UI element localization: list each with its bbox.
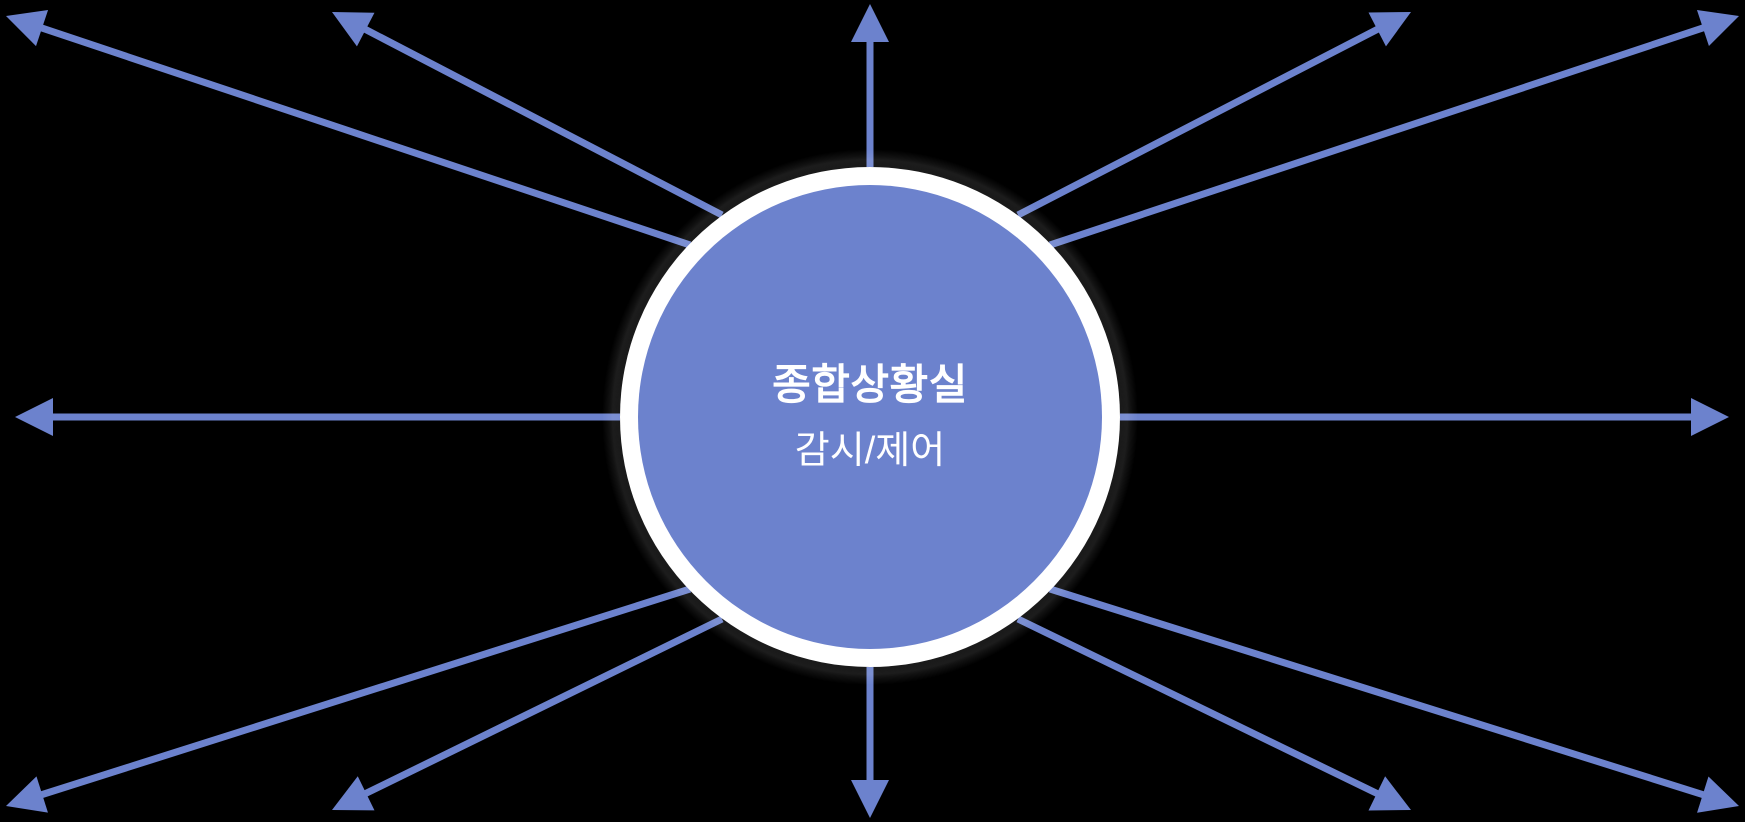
arrow-northeast-outer-head [1696,9,1739,47]
arrow-northwest-outer-head [6,10,49,47]
arrow-northwest-inner[interactable] [332,12,724,219]
hub-node[interactable]: 종합상황실 감시/제어 [620,167,1120,667]
arrow-southeast-inner[interactable] [1016,615,1411,811]
arrow-east-head [1691,398,1729,436]
arrow-southeast-inner-head [1368,776,1411,811]
arrow-northwest-outer-shaft [39,24,692,249]
arrow-northwest-outer[interactable] [6,10,692,249]
hub-node-body: 종합상황실 감시/제어 [638,185,1102,649]
arrow-northeast-outer-shaft [1048,24,1706,249]
arrow-northeast-inner-head [1368,12,1411,47]
arrow-group [6,4,1739,818]
arrow-southwest-outer-shaft [39,585,692,799]
arrow-southeast-outer-head [1697,776,1739,813]
arrow-southeast-inner-shaft [1016,615,1381,798]
arrow-northwest-inner-shaft [362,25,724,219]
arrow-southwest-outer[interactable] [6,585,692,813]
arrow-northeast-outer[interactable] [1048,9,1739,249]
arrow-southwest-outer-head [6,776,48,813]
arrow-northeast-inner[interactable] [1016,12,1411,219]
hub-title: 종합상황실 [772,361,968,408]
arrow-south[interactable] [851,667,889,818]
arrow-southeast-outer-shaft [1048,585,1706,799]
arrow-northeast-inner-shaft [1016,25,1381,219]
hub-subtitle: 감시/제어 [794,430,946,472]
arrow-south-head [851,780,889,818]
arrow-southeast-outer[interactable] [1048,585,1739,813]
arrow-north-head [851,4,889,42]
arrow-southwest-inner-shaft [362,615,724,798]
arrow-west-head [15,398,53,436]
arrow-southwest-inner[interactable] [332,615,724,811]
arrow-northwest-inner-head [332,12,375,47]
arrow-southwest-inner-head [332,776,375,811]
arrow-east[interactable] [1120,398,1729,436]
arrow-west[interactable] [15,398,620,436]
arrow-north[interactable] [851,4,889,167]
